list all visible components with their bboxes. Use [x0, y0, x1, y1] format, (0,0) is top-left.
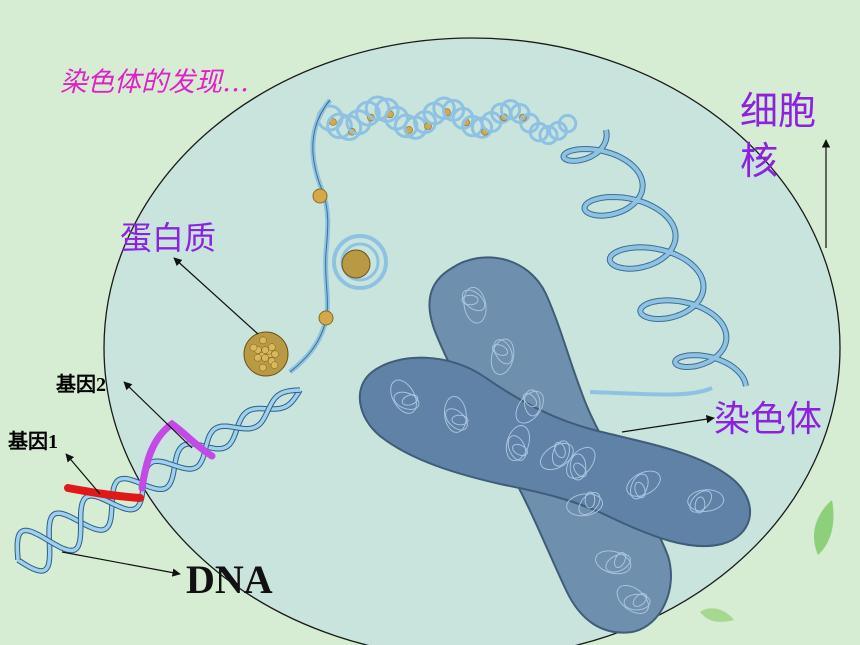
histone-bead: [271, 350, 279, 358]
chromosome-coil: [569, 453, 587, 481]
chromosome-coil: [554, 441, 566, 459]
arrow-to-gene1: [65, 453, 101, 495]
chromosome-coil: [507, 435, 527, 461]
chromosome-coil: [461, 289, 486, 312]
chromosome-coil: [616, 584, 649, 614]
chromosome-coil: [623, 593, 651, 611]
histone-bead: [259, 363, 267, 372]
chromosome-coil: [463, 286, 487, 324]
chromosome-coil: [632, 593, 648, 607]
chromosome-coil: [551, 440, 570, 467]
chromosome-coil: [578, 492, 601, 516]
nucleosome-cluster: [341, 249, 371, 279]
label-dna: DNA: [186, 557, 273, 602]
histone-bead: [268, 343, 276, 351]
label-nucleus: 细胞核: [740, 89, 817, 183]
label-protein: 蛋白质: [120, 219, 217, 257]
chromosome-coil: [694, 496, 706, 514]
nucleosome-bead: [318, 310, 334, 326]
chromosome-coil: [445, 408, 468, 431]
chromosome-coil: [505, 425, 531, 462]
chromatin-loop: [432, 96, 456, 120]
histone-bead: [249, 343, 258, 352]
chromosome-coil: [630, 473, 649, 500]
histone-bead: [261, 346, 269, 354]
chromosome-coil: [626, 470, 661, 497]
gene2-highlight: [138, 419, 216, 492]
nucleosome-bead: [312, 188, 328, 204]
histone-bead: [254, 353, 262, 362]
chromatin-fiber-left-outline: [289, 99, 331, 373]
chromatin-loop: [528, 121, 550, 143]
leaf-decoration-2: [700, 608, 734, 622]
label-gene2: 基因2: [56, 374, 106, 396]
chromosome-coil: [451, 414, 469, 426]
chromosome-texture: [390, 286, 725, 614]
chromosome-coil: [584, 491, 596, 509]
dna-strand: [17, 389, 302, 573]
chromatin-coil-loop: [332, 234, 388, 290]
chromosome-coil: [605, 553, 631, 573]
chromosome-coil: [566, 446, 596, 479]
chromatin-fiber-to-chromosome: [589, 386, 713, 397]
chromatin-loop: [557, 113, 578, 134]
chromosome-coil: [490, 338, 515, 375]
chromosome-coil: [390, 379, 417, 414]
chromosome-coil: [613, 551, 627, 569]
chromosome-coil: [634, 481, 646, 499]
chromatin-loop: [326, 112, 353, 140]
chromosome-coil: [687, 489, 725, 512]
histone-bead: [270, 361, 279, 369]
chromosome-coil: [595, 550, 632, 575]
chromosome-coil: [515, 390, 544, 424]
chromatin-loop: [538, 125, 559, 146]
chromatin-loop: [364, 95, 391, 121]
diagram-title: 染色体的发现…: [60, 67, 249, 98]
histone-bead: [259, 336, 267, 345]
chromosome-coil: [523, 389, 541, 417]
label-chromosome: 染色体: [714, 399, 823, 440]
leaf-decoration-1: [813, 500, 834, 555]
gene1-highlight: [64, 484, 144, 502]
supercoil-fiber: [561, 129, 748, 387]
chromosome-coil: [401, 394, 419, 406]
dna-double-helix: [14, 387, 303, 574]
chromosome-coil: [461, 294, 479, 306]
dna-strand: [15, 388, 301, 561]
chromosome-x: [358, 256, 752, 634]
histone-cluster-texture: [249, 336, 279, 372]
histone-bead: [261, 354, 269, 362]
chromosome-coil: [522, 392, 538, 408]
chromosome-coil: [566, 493, 604, 517]
chromatid-lower: [358, 356, 752, 548]
chromosome-coil: [491, 344, 509, 356]
arrow-to-dna: [61, 551, 181, 577]
chromosome-coil: [493, 339, 513, 365]
arrow-to-gene2: [123, 381, 193, 449]
chromatin-loop: [499, 99, 522, 121]
chromosome-coil: [443, 396, 467, 433]
chromosome-coil: [573, 462, 587, 478]
chromosome-coil: [393, 391, 420, 410]
chromosome-coil: [512, 443, 528, 457]
label-gene1: 基因1: [8, 431, 58, 453]
arrow-to-chromosome: [621, 414, 715, 433]
arrow-to-protein: [173, 257, 259, 335]
chromatin-supercoil-right: [560, 129, 749, 387]
chromosome-coil: [689, 490, 713, 513]
chromosome-coil: [540, 442, 574, 471]
chromatin-condensed-region: [316, 95, 578, 146]
chromatin-loop: [345, 109, 372, 136]
